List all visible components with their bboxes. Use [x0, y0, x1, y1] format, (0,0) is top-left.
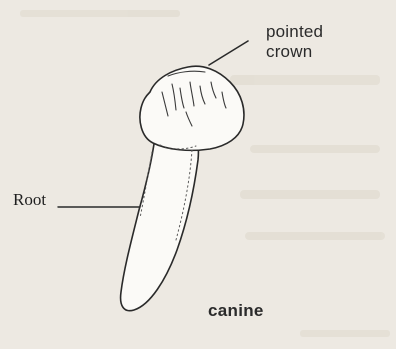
crown-leader-line: [209, 41, 248, 65]
crown-label-line1: pointed: [266, 22, 323, 42]
tooth-name-label: canine: [208, 301, 264, 321]
tooth-root: [121, 137, 199, 311]
crown-label: pointed crown: [266, 22, 323, 62]
crown-label-line2: crown: [266, 42, 323, 62]
root-label: Root: [13, 190, 46, 210]
tooth-crown: [140, 66, 244, 150]
background-texture: [20, 10, 390, 337]
